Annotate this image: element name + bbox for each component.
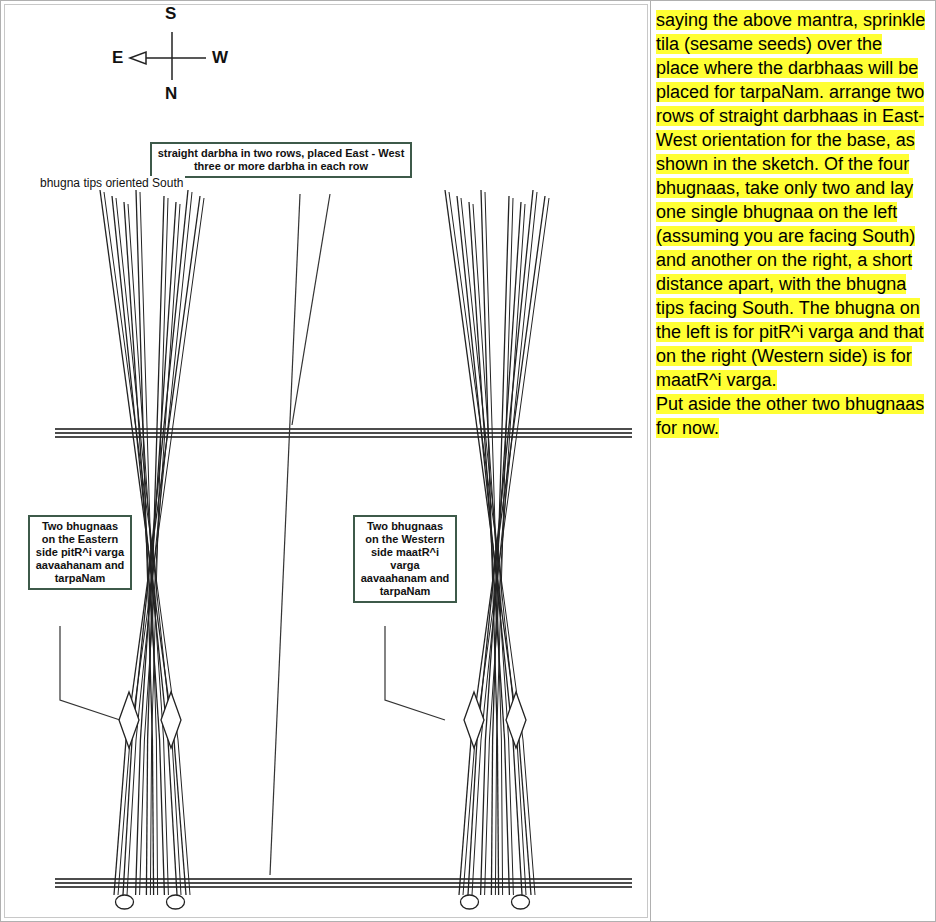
blade-stroke bbox=[471, 196, 545, 740]
bhugna-blades bbox=[100, 190, 549, 909]
blade-stroke bbox=[130, 198, 204, 740]
blade-stroke bbox=[491, 740, 492, 895]
blade-stroke bbox=[477, 190, 533, 740]
instruction-text: Put aside the other two bhugnaas for now… bbox=[656, 394, 924, 438]
blade-stroke bbox=[485, 740, 490, 895]
blade-stroke bbox=[485, 202, 521, 740]
instruction-text: saying the above mantra, sprinkle tila (… bbox=[656, 10, 925, 390]
blade-stroke bbox=[150, 740, 151, 895]
bhugna-knot bbox=[119, 692, 139, 748]
bhugna-knot bbox=[464, 692, 484, 748]
blade-stroke bbox=[501, 740, 502, 895]
column-separator bbox=[650, 0, 651, 922]
blade-stroke bbox=[126, 196, 200, 740]
bhugna-knot bbox=[506, 692, 526, 748]
compass-letter: N bbox=[165, 84, 177, 104]
callout-box: Two bhugnaas on the Western side maatR^i… bbox=[353, 515, 457, 603]
blade-stroke bbox=[156, 740, 157, 895]
blade-stroke bbox=[132, 190, 188, 740]
callout-box: Two bhugnaas on the Eastern side pitR^i … bbox=[28, 515, 132, 590]
box-text: Two bhugnaas on the Western side maatR^i… bbox=[359, 520, 451, 598]
blade-stroke bbox=[481, 192, 537, 740]
compass-letter: E bbox=[112, 48, 123, 68]
compass-cross bbox=[130, 32, 206, 80]
blade-stroke bbox=[463, 740, 475, 895]
blade-stroke bbox=[495, 740, 496, 895]
blade-stroke bbox=[513, 740, 522, 895]
blade-stroke bbox=[160, 740, 165, 895]
blade-stroke bbox=[475, 198, 549, 740]
box-text: Two bhugnaas on the Eastern side pitR^i … bbox=[34, 520, 126, 585]
blade-stroke bbox=[509, 740, 514, 895]
blade-stroke bbox=[164, 740, 169, 895]
blade-stroke bbox=[136, 740, 141, 895]
blade-stroke bbox=[136, 192, 192, 740]
box-text: straight darbha in two rows, placed East… bbox=[156, 147, 406, 173]
blade-stroke bbox=[140, 202, 176, 740]
blade-stroke bbox=[481, 740, 486, 895]
compass-letter: W bbox=[212, 48, 228, 68]
blade-root-loop bbox=[116, 895, 134, 909]
callout-box: straight darbha in two rows, placed East… bbox=[150, 142, 412, 178]
blade-stroke bbox=[497, 740, 498, 895]
instruction-paragraph: saying the above mantra, sprinkle tila (… bbox=[656, 8, 928, 392]
blade-stroke bbox=[152, 740, 153, 895]
blade-stroke bbox=[118, 740, 130, 895]
blade-root-loop bbox=[461, 895, 479, 909]
instruction-column: saying the above mantra, sprinkle tila (… bbox=[656, 8, 928, 440]
blade-stroke bbox=[517, 740, 526, 895]
blade-stroke bbox=[168, 740, 177, 895]
blade-stroke bbox=[140, 740, 145, 895]
compass-letter: S bbox=[165, 4, 176, 24]
bhugna-knot bbox=[161, 692, 181, 748]
blade-root-loop bbox=[512, 895, 530, 909]
instruction-paragraph: Put aside the other two bhugnaas for now… bbox=[656, 392, 928, 440]
blade-stroke bbox=[505, 740, 510, 895]
blade-stroke bbox=[146, 740, 147, 895]
note-label: bhugna tips oriented South bbox=[38, 176, 185, 190]
blade-stroke bbox=[172, 740, 181, 895]
blade-root-loop bbox=[167, 895, 185, 909]
